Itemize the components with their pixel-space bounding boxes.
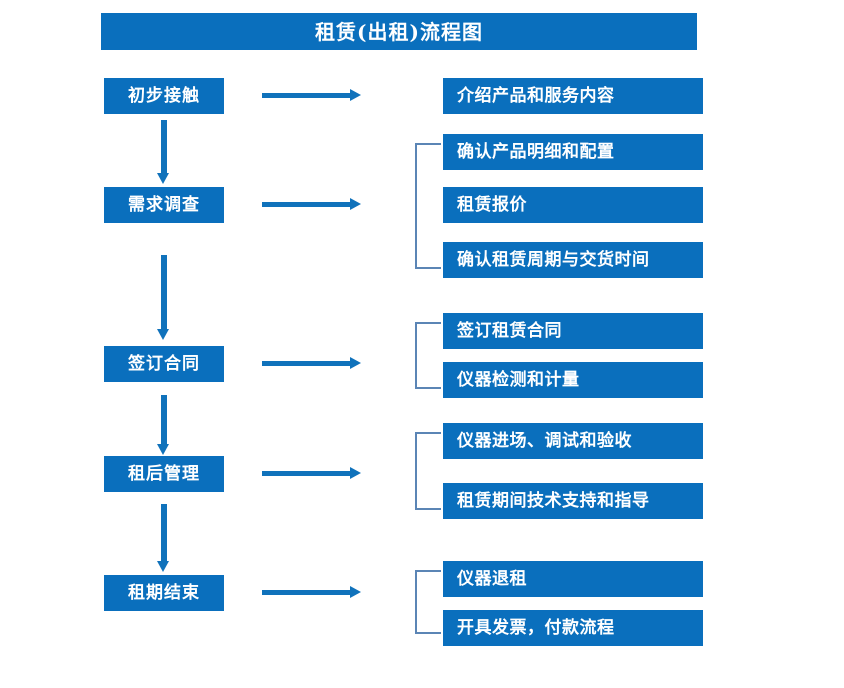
detail-box-3-2[interactable]: 仪器检测和计量 <box>443 362 703 398</box>
arrow-shaft <box>161 395 167 444</box>
detail-label: 租赁期间技术支持和指导 <box>457 490 650 511</box>
stage-box-initial-contact[interactable]: 初步接触 <box>104 78 224 114</box>
stage-box-lease-end[interactable]: 租期结束 <box>104 575 224 611</box>
arrow-down-stage-1-to-2 <box>157 120 170 184</box>
arrow-down-stage-3-to-4 <box>157 395 170 455</box>
bracket-connector-stage-4 <box>415 432 441 510</box>
detail-label: 开具发票，付款流程 <box>457 617 615 638</box>
stage-box-post-rental-management[interactable]: 租后管理 <box>104 456 224 492</box>
detail-label: 介绍产品和服务内容 <box>457 85 615 106</box>
arrow-right-stage-3 <box>262 357 361 370</box>
stage-box-needs-survey[interactable]: 需求调查 <box>104 187 224 223</box>
detail-box-5-1[interactable]: 仪器退租 <box>443 561 703 597</box>
detail-label: 签订租赁合同 <box>457 320 562 341</box>
arrow-head-icon <box>157 329 169 340</box>
detail-label: 仪器退租 <box>457 568 527 589</box>
arrow-head-icon <box>350 89 361 101</box>
arrow-right-stage-4 <box>262 467 361 480</box>
arrow-shaft <box>262 361 351 366</box>
stage-label: 初步接触 <box>128 85 200 106</box>
detail-box-3-1[interactable]: 签订租赁合同 <box>443 313 703 349</box>
detail-box-5-2[interactable]: 开具发票，付款流程 <box>443 610 703 646</box>
arrow-right-stage-2 <box>262 198 361 211</box>
detail-box-4-1[interactable]: 仪器进场、调试和验收 <box>443 423 703 459</box>
detail-label: 仪器检测和计量 <box>457 369 580 390</box>
arrow-head-icon <box>157 173 169 184</box>
arrow-shaft <box>262 202 351 207</box>
arrow-shaft <box>161 504 167 561</box>
arrow-shaft <box>262 471 351 476</box>
detail-label: 租赁报价 <box>457 194 527 215</box>
detail-box-1-1[interactable]: 介绍产品和服务内容 <box>443 78 703 114</box>
arrow-right-stage-5 <box>262 586 361 599</box>
stage-label: 租后管理 <box>128 463 200 484</box>
arrow-head-icon <box>157 444 169 455</box>
chart-title-banner: 租赁(出租)流程图 <box>101 13 697 50</box>
detail-box-2-3[interactable]: 确认租赁周期与交货时间 <box>443 242 703 278</box>
arrow-down-stage-2-to-3 <box>157 255 170 340</box>
arrow-down-stage-4-to-5 <box>157 504 170 572</box>
detail-box-4-2[interactable]: 租赁期间技术支持和指导 <box>443 483 703 519</box>
arrow-head-icon <box>157 561 169 572</box>
arrow-head-icon <box>350 357 361 369</box>
stage-box-sign-contract[interactable]: 签订合同 <box>104 346 224 382</box>
bracket-connector-stage-3 <box>415 322 441 389</box>
arrow-head-icon <box>350 467 361 479</box>
arrow-right-stage-1 <box>262 89 361 102</box>
detail-label: 确认产品明细和配置 <box>457 141 615 162</box>
page-title: 租赁(出租)流程图 <box>315 19 483 44</box>
arrow-head-icon <box>350 198 361 210</box>
detail-label: 仪器进场、调试和验收 <box>457 430 632 451</box>
stage-label: 签订合同 <box>128 353 200 374</box>
arrow-shaft <box>262 590 351 595</box>
arrow-shaft <box>161 255 167 329</box>
bracket-connector-stage-5 <box>415 570 441 634</box>
detail-label: 确认租赁周期与交货时间 <box>457 249 650 270</box>
arrow-head-icon <box>350 586 361 598</box>
detail-box-2-1[interactable]: 确认产品明细和配置 <box>443 134 703 170</box>
stage-label: 需求调查 <box>128 194 200 215</box>
stage-label: 租期结束 <box>128 582 200 603</box>
arrow-shaft <box>262 93 351 98</box>
detail-box-2-2[interactable]: 租赁报价 <box>443 187 703 223</box>
bracket-connector-stage-2 <box>415 143 441 269</box>
arrow-shaft <box>161 120 167 173</box>
